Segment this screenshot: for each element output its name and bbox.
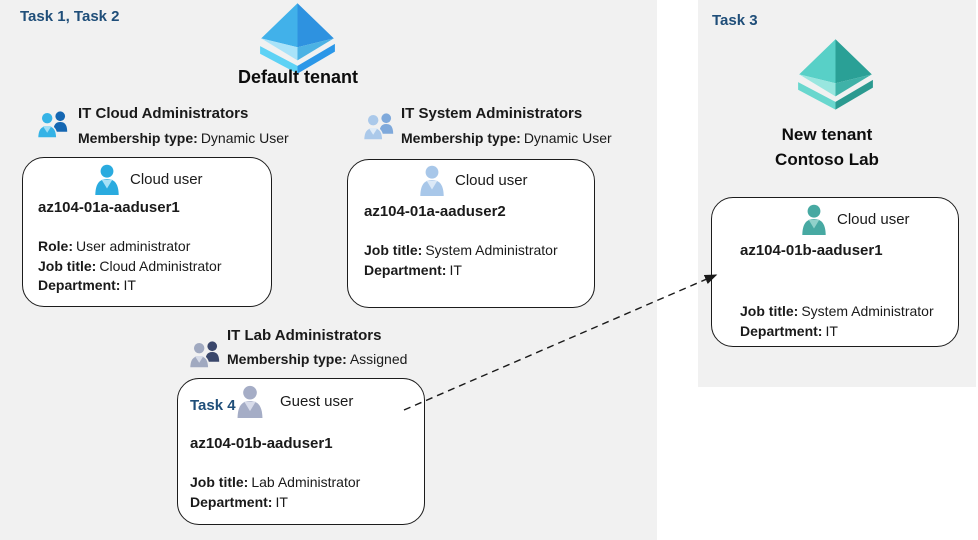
task-3-label: Task 3: [712, 12, 758, 29]
task-4-label: Task 4: [190, 397, 236, 414]
user-fields: Job title:Lab Administrator Department:I…: [190, 473, 360, 512]
field-label: Department:: [38, 277, 121, 293]
default-tenant-panel: Task 1, Task 2 Default tenant IT Cloud A…: [0, 0, 657, 540]
membership-value: Assigned: [349, 351, 408, 367]
username: az104-01b-aaduser1: [190, 435, 333, 452]
field-value: IT: [275, 493, 288, 510]
new-tenant-panel: Task 3 New tenant Contoso Lab Cloud user…: [698, 0, 976, 387]
username: az104-01a-aaduser1: [38, 199, 180, 216]
user-type-label: Guest user: [280, 393, 354, 410]
group-title-lab-admins: IT Lab Administrators: [227, 327, 382, 344]
group-membership-lab-admins: Membership type:Assigned: [227, 351, 407, 367]
new-tenant-title-line1: New tenant: [781, 125, 873, 144]
user-fields: Role:User administrator Job title:Cloud …: [38, 237, 222, 296]
membership-value: Dynamic User: [200, 130, 289, 146]
field-label: Role:: [38, 238, 73, 254]
cloud-user-icon: [418, 165, 446, 196]
field-value: User administrator: [76, 238, 191, 254]
field-value: IT: [449, 261, 462, 278]
new-tenant-title-line2: Contoso Lab: [775, 150, 879, 169]
group-title-system-admins: IT System Administrators: [401, 105, 583, 122]
group-icon-system-admins: [362, 111, 395, 140]
field-label: Job title:: [190, 474, 249, 490]
membership-label: Membership type:: [401, 130, 521, 146]
group-icon-lab-admins: [188, 339, 221, 368]
user-fields: Job title:System Administrator Departmen…: [364, 241, 558, 280]
field-value: Cloud Administrator: [99, 257, 222, 274]
task-1-2-label: Task 1, Task 2: [20, 8, 120, 25]
username: az104-01a-aaduser2: [364, 203, 506, 220]
default-tenant-title: Default tenant: [237, 67, 358, 87]
field-label: Job title:: [364, 242, 423, 258]
group-title-cloud-admins: IT Cloud Administrators: [78, 105, 249, 122]
group-membership-system-admins: Membership type:Dynamic User: [401, 130, 612, 146]
field-value: IT: [123, 277, 136, 293]
user-type-label: Cloud user: [455, 172, 528, 189]
user-card-aaduser2: Cloud user az104-01a-aaduser2 Job title:…: [347, 159, 595, 308]
guest-user-card-aaduser1: Task 4 Guest user az104-01b-aaduser1 Job…: [177, 378, 425, 525]
username: az104-01b-aaduser1: [740, 242, 883, 259]
group-membership-cloud-admins: Membership type:Dynamic User: [78, 130, 289, 146]
field-label: Department:: [364, 261, 447, 278]
guest-user-icon: [235, 385, 265, 418]
membership-label: Membership type:: [78, 130, 198, 146]
field-value: System Administrator: [801, 303, 934, 319]
group-icon-cloud-admins: [36, 109, 69, 138]
azure-ad-tenant-icon: [259, 2, 336, 77]
cloud-user-icon: [800, 204, 828, 235]
field-label: Job title:: [740, 303, 799, 319]
user-card-aaduser1: Cloud user az104-01a-aaduser1 Role:User …: [22, 157, 272, 307]
user-type-label: Cloud user: [130, 171, 203, 188]
azure-ad-tenant-icon-teal: [797, 38, 874, 113]
user-card-aaduser1-newtenant: Cloud user az104-01b-aaduser1 Job title:…: [711, 197, 959, 347]
field-value: System Administrator: [425, 242, 558, 258]
field-label: Job title:: [38, 257, 97, 274]
membership-value: Dynamic User: [523, 130, 612, 146]
field-label: Department:: [190, 493, 273, 510]
user-type-label: Cloud user: [837, 211, 910, 228]
membership-label: Membership type:: [227, 351, 347, 367]
field-label: Department:: [740, 322, 823, 339]
cloud-user-icon: [93, 164, 121, 195]
field-value: IT: [825, 322, 838, 339]
field-value: Lab Administrator: [251, 474, 361, 490]
user-fields: Job title:System Administrator Departmen…: [740, 302, 934, 341]
